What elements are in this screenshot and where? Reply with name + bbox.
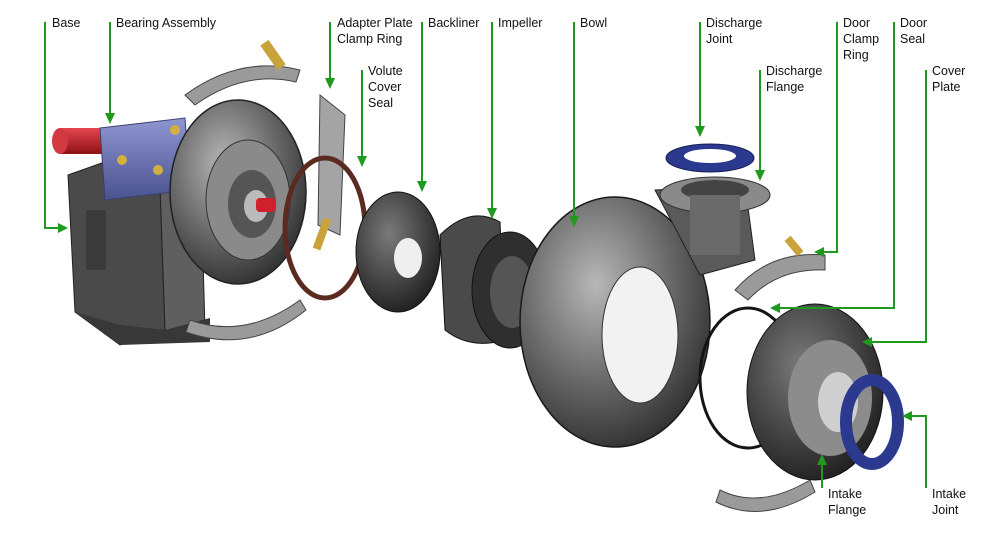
label-bowl: Bowl bbox=[580, 16, 607, 30]
intake-flange-part bbox=[715, 479, 816, 512]
intake-joint-part bbox=[840, 374, 904, 470]
door-clamp-ring-part bbox=[734, 235, 826, 301]
label-impeller: Impeller bbox=[498, 16, 542, 30]
label-backliner: Backliner bbox=[428, 16, 479, 30]
pump-parts bbox=[52, 39, 904, 512]
backliner-part bbox=[355, 191, 441, 313]
discharge-flange-part bbox=[659, 176, 771, 255]
label-intake-joint: Intake Joint bbox=[932, 487, 970, 517]
label-cover-plate: Cover Plate bbox=[932, 64, 969, 94]
label-door-clamp-ring: Door Clamp Ring bbox=[843, 16, 883, 62]
label-discharge-flange: Discharge Flange bbox=[766, 64, 826, 94]
base-part bbox=[67, 149, 210, 346]
label-adapter-plate-clamp-ring: Adapter Plate Clamp Ring bbox=[337, 16, 416, 46]
label-door-seal: Door Seal bbox=[900, 16, 931, 46]
frame-plate-part bbox=[169, 99, 307, 285]
discharge-joint-part bbox=[665, 143, 755, 173]
adapter-clamp-ring-part bbox=[184, 39, 346, 341]
label-volute-cover-seal: Volute Cover Seal bbox=[368, 64, 406, 110]
label-bearing-assembly: Bearing Assembly bbox=[116, 16, 217, 30]
label-base: Base bbox=[52, 16, 81, 30]
label-discharge-joint: Discharge Joint bbox=[706, 16, 766, 46]
part-labels: Base Bearing Assembly Adapter Plate Clam… bbox=[52, 16, 970, 517]
label-intake-flange: Intake Flange bbox=[828, 487, 866, 517]
leader-lines bbox=[44, 22, 927, 488]
